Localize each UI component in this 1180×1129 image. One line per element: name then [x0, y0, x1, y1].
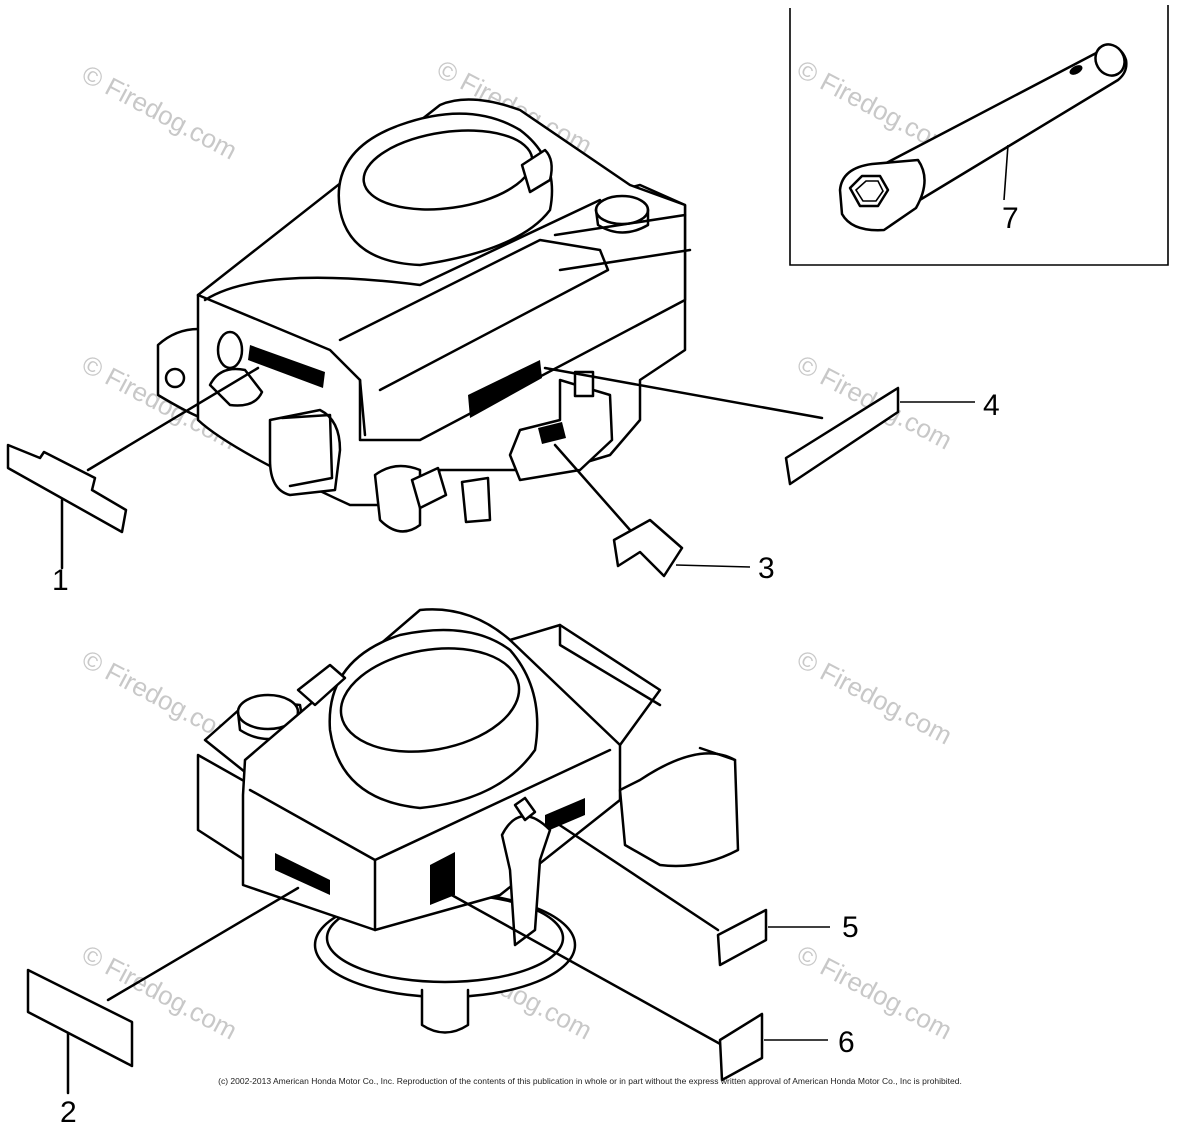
watermark: © Firedog.com — [77, 59, 242, 166]
decal-3 — [612, 518, 751, 578]
upper-leaders — [86, 366, 824, 532]
watermark: © Firedog.com — [792, 644, 957, 751]
callout-4: 4 — [983, 389, 1000, 422]
callout-7: 7 — [1002, 202, 1019, 235]
tool-inset — [789, 5, 1169, 266]
callout-2: 2 — [60, 1096, 77, 1129]
copyright-notice: (c) 2002-2013 American Honda Motor Co., … — [218, 1076, 962, 1086]
box-wrench — [838, 43, 1128, 232]
callout-3: 3 — [758, 552, 775, 585]
decal-5 — [716, 908, 830, 967]
decal-1 — [6, 443, 128, 570]
lower-engine — [196, 608, 740, 1034]
watermark: © Firedog.com — [792, 939, 957, 1046]
decal-4 — [784, 386, 975, 486]
lower-leaders — [106, 820, 724, 1047]
decal-2 — [26, 968, 134, 1095]
upper-engine — [156, 98, 692, 533]
callout-6: 6 — [838, 1026, 855, 1059]
callout-1: 1 — [52, 564, 69, 597]
callout-5: 5 — [842, 911, 859, 944]
callout-labels: 1 2 3 4 5 6 7 — [52, 202, 1019, 1129]
decal-6 — [718, 1012, 828, 1082]
